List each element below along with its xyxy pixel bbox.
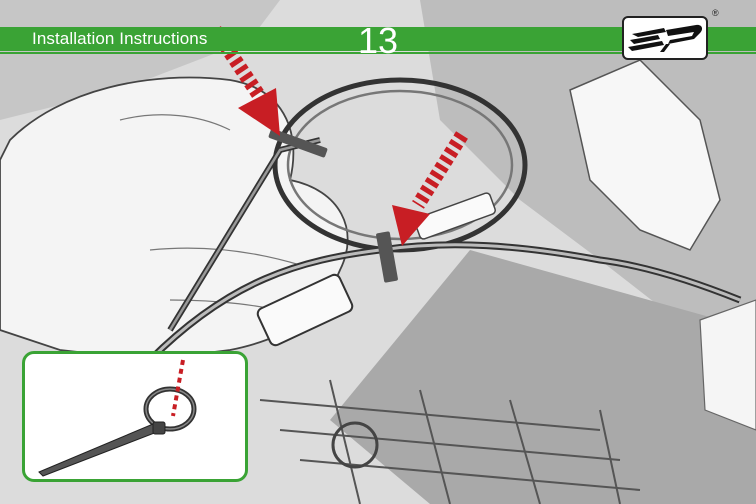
cable-tie-inset (22, 351, 248, 482)
cable-tie-icon (25, 354, 245, 479)
ep-logo-icon (622, 16, 708, 60)
registered-mark: ® (712, 8, 719, 18)
page-number: 13 (358, 20, 398, 62)
page-title: Installation Instructions (32, 29, 207, 49)
